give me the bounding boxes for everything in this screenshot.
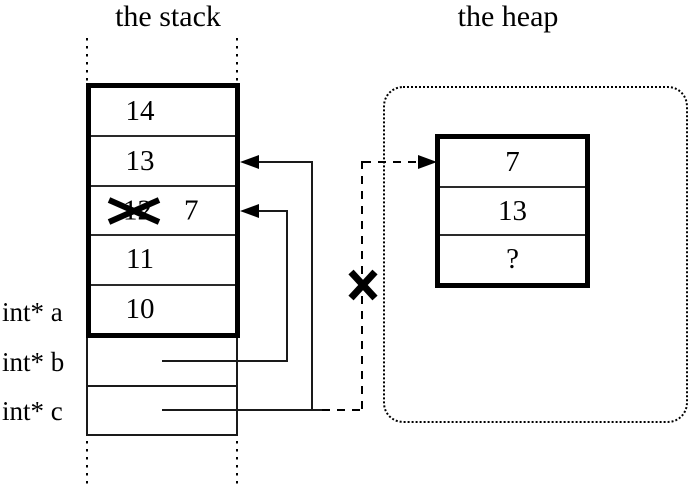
pointer-c-arrowhead-icon — [240, 155, 259, 169]
stack-guide-dotted-top-right — [236, 38, 238, 83]
stack-cell-new-value: 7 — [184, 194, 199, 227]
stack-cell-14: 14 — [91, 88, 235, 135]
stack-cell-13: 13 — [91, 135, 235, 184]
stack-guide-dotted-bottom-right — [236, 441, 238, 487]
dangling-pointer-dashed-horizontal-top — [363, 161, 419, 163]
heap-cell-value: 13 — [498, 194, 527, 227]
pointer-c-line-vertical — [311, 161, 313, 411]
heap-cell-value: 7 — [505, 145, 520, 178]
invalid-pointer-cross-icon — [348, 269, 378, 301]
stack-cell-value: 11 — [126, 243, 154, 276]
pointer-b-line-horizontal — [162, 360, 288, 362]
pointer-b-arrowhead-icon — [240, 204, 259, 218]
heap-cell-value: ? — [506, 243, 519, 276]
pointer-c-line-horizontal — [162, 409, 322, 411]
pointer-b-line-into-stack — [246, 210, 288, 212]
heap-cell-1: 13 — [440, 185, 585, 235]
heap-block-box: 7 13 ? — [435, 134, 590, 288]
pointer-c-line-into-stack — [246, 161, 312, 163]
pointer-b-line-vertical — [286, 210, 288, 362]
label-int-ptr-c: int* c — [2, 396, 63, 426]
stack-guide-dotted-top-left — [86, 38, 88, 83]
heap-region-outline — [383, 86, 688, 423]
stack-guide-dotted-bottom-left — [86, 441, 88, 487]
cross-out-icon — [107, 196, 161, 225]
stack-title: the stack — [115, 0, 221, 33]
stack-cell-value: 14 — [125, 95, 155, 128]
heap-cell-2: ? — [440, 234, 585, 283]
label-int-ptr-a: int* a — [2, 297, 63, 327]
heap-title: the heap — [457, 0, 559, 33]
stack-cell-value: 10 — [125, 292, 155, 325]
stack-cell-overwritten: 12 7 — [91, 184, 235, 234]
stack-cell-11: 11 — [91, 234, 235, 283]
stack-cell-value: 13 — [125, 144, 155, 177]
label-int-ptr-b: int* b — [2, 347, 65, 377]
stack-cell-10: 10 — [91, 283, 235, 333]
heap-cell-0: 7 — [440, 139, 585, 186]
dangling-pointer-arrowhead-icon — [418, 155, 437, 169]
pointer-cell-c — [88, 385, 236, 434]
dangling-pointer-dashed-horizontal-bottom — [322, 409, 364, 411]
stack-frame-box: 14 13 12 7 11 10 — [86, 83, 240, 338]
pointer-cells-box — [86, 338, 238, 436]
